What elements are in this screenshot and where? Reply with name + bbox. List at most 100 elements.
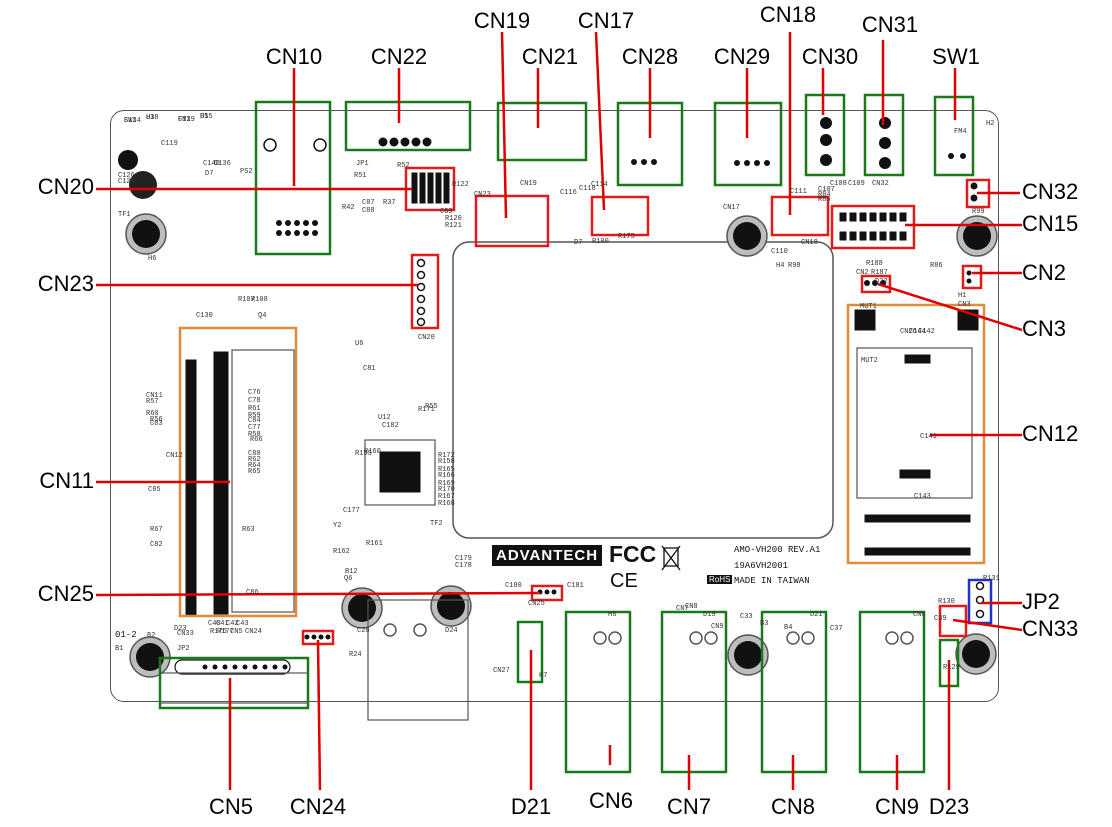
label-cn18: CN18 — [759, 2, 817, 27]
label-cn33: CN33 — [1022, 616, 1079, 641]
cn29-pin — [744, 160, 750, 166]
silkscreen-ref: C40 — [208, 620, 221, 628]
silkscreen-ref: C139 — [178, 116, 195, 124]
label-cn17: CN17 — [577, 8, 635, 33]
cn12-card-outline — [856, 347, 973, 499]
silkscreen-ref: CN7 — [676, 605, 689, 613]
cn9-box — [858, 610, 926, 774]
cn7-led — [689, 631, 703, 645]
silkscreen-ref: R59 — [248, 412, 261, 420]
silkscreen-ref: C85 — [148, 486, 161, 494]
silkscreen-ref: C182 — [382, 422, 399, 430]
cn30-pin — [820, 154, 832, 166]
silkscreen-ref: C136 — [214, 160, 231, 168]
cn28-pin — [631, 159, 637, 165]
label-cn25: CN25 — [37, 581, 94, 606]
silkscreen-ref: C78 — [248, 397, 261, 405]
cn32-pin — [970, 194, 978, 202]
label-cn8: CN8 — [770, 794, 816, 819]
label-cn6: CN6 — [588, 788, 634, 813]
silkscreen-ref: CN24 — [245, 628, 262, 636]
made-in-text: MADE IN TAIWAN — [734, 576, 810, 586]
silkscreen-ref: R167 — [438, 493, 455, 501]
silkscreen-ref: CN12 — [166, 452, 183, 460]
silkscreen-ref: B4 — [784, 624, 793, 632]
silkscreen-ref: MUT1 — [860, 303, 877, 311]
silkscreen-ref: C89 — [440, 208, 453, 216]
silkscreen-ref: R58 — [248, 431, 261, 439]
corner-code-text: 01-2 — [115, 630, 137, 640]
silkscreen-ref: H2 — [986, 120, 995, 128]
label-d21: D21 — [510, 794, 552, 819]
cn29-pin — [764, 160, 770, 166]
cn25-pin — [544, 589, 550, 595]
cn15-pin — [879, 212, 887, 222]
mounting-hole — [437, 592, 465, 620]
silkscreen-ref: H3 — [146, 114, 155, 122]
silkscreen-ref: CN2 — [856, 269, 869, 277]
cn20-pin — [411, 172, 418, 204]
silkscreen-ref: C41 — [216, 620, 229, 628]
silkscreen-ref: R165 — [438, 466, 455, 474]
cn12-latch — [904, 354, 931, 364]
silkscreen-ref: R52 — [397, 162, 410, 170]
cn15-pin — [869, 212, 877, 222]
label-cn19: CN19 — [473, 8, 531, 33]
mounting-hole — [962, 640, 990, 668]
cn10-pin-row — [303, 220, 309, 226]
usb-led — [413, 623, 427, 637]
silkscreen-ref: H1 — [958, 292, 967, 300]
cn28-pin — [641, 159, 647, 165]
silkscreen-ref: C81 — [363, 365, 376, 373]
silkscreen-ref: U18 — [146, 114, 159, 122]
cn12-latch — [899, 469, 931, 479]
cn9-led — [900, 631, 914, 645]
silkscreen-ref: D23 — [174, 625, 187, 633]
cn24-pin — [304, 634, 310, 640]
silkscreen-ref: C142 — [918, 328, 935, 336]
silkscreen-ref: C134 — [124, 117, 141, 125]
cn20-pin — [443, 172, 450, 204]
jp2-box — [967, 578, 993, 625]
silkscreen-ref: TF2 — [430, 520, 443, 528]
silkscreen-ref: R129 — [943, 664, 960, 672]
usb-led — [383, 623, 397, 637]
label-cn9: CN9 — [874, 794, 920, 819]
silkscreen-ref: D15 — [200, 113, 213, 121]
ce-mark: CE — [610, 570, 638, 592]
silkscreen-ref: R67 — [150, 526, 163, 534]
cn10-pin-row — [285, 220, 291, 226]
sw1-pin — [960, 153, 966, 159]
cn8-led — [786, 631, 800, 645]
cn9-led — [885, 631, 899, 645]
cn5-housing — [159, 672, 309, 704]
cn15-pin — [889, 231, 897, 241]
label-sw1: SW1 — [932, 44, 980, 69]
fcc-mark: FCC — [609, 541, 657, 567]
cn23-pin — [416, 258, 426, 268]
silkscreen-ref: R121 — [445, 222, 462, 230]
silkscreen-ref: R158 — [438, 458, 455, 466]
silkscreen-ref: R86 — [930, 262, 943, 270]
silkscreen-ref: D24 — [445, 627, 458, 635]
label-cn21: CN21 — [521, 44, 579, 69]
silkscreen-ref: R130 — [938, 598, 955, 606]
cn23-pin — [416, 306, 426, 316]
silkscreen-ref: D22 — [875, 278, 888, 286]
cn21-box — [496, 101, 588, 162]
silkscreen-ref: R166 — [438, 472, 455, 480]
cn29-pin — [734, 160, 740, 166]
cn15-box — [830, 204, 916, 250]
silkscreen-ref: R24 — [349, 651, 362, 659]
silkscreen-ref: CN17 — [723, 204, 740, 212]
silkscreen-ref: C179 — [455, 555, 472, 563]
cn10-pin-row — [303, 230, 309, 236]
silkscreen-ref: R175 — [618, 233, 635, 241]
silkscreen-ref: C76 — [248, 389, 261, 397]
silkscreen-ref: FM1 — [178, 116, 191, 124]
cn10-pin-row — [312, 220, 318, 226]
silkscreen-ref: R63 — [242, 526, 255, 534]
label-cn29: CN29 — [713, 44, 771, 69]
cn2-pin — [966, 270, 972, 276]
